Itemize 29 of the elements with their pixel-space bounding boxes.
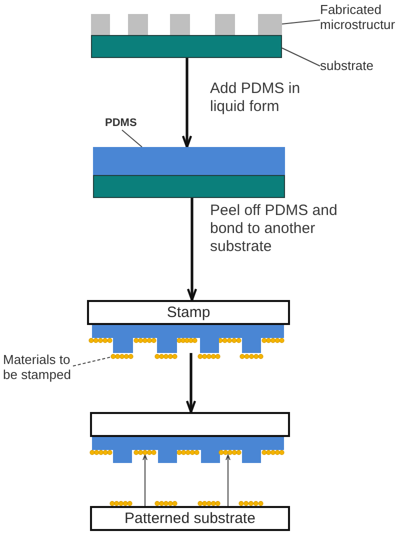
leader-line bbox=[122, 130, 142, 148]
microstructure-blocks bbox=[91, 14, 282, 35]
material-dots bbox=[219, 450, 241, 455]
material-dots bbox=[134, 450, 156, 455]
substrate-slab bbox=[93, 175, 285, 198]
process-arrow bbox=[186, 353, 196, 414]
callout-label: PDMS bbox=[105, 117, 138, 130]
process-arrow bbox=[182, 58, 192, 148]
substrate-slab bbox=[91, 35, 282, 58]
callout-label: Materials to be stamped bbox=[3, 352, 73, 382]
arrow bbox=[142, 454, 148, 506]
leader-line bbox=[282, 48, 320, 66]
callout-label: Fabricated microstructur bbox=[320, 2, 398, 32]
callout-label: substrate bbox=[320, 58, 376, 73]
material-dots bbox=[111, 354, 133, 358]
step-label: Peel off PDMS and bond to another substrate bbox=[210, 202, 338, 256]
leader-line bbox=[72, 356, 112, 366]
pdms-stamp bbox=[92, 325, 284, 353]
substrate-label: Patterned substrate bbox=[124, 510, 256, 527]
stamp-block bbox=[90, 412, 290, 437]
pdms-layer bbox=[93, 147, 285, 175]
substrate-block bbox=[90, 506, 290, 531]
leader-line bbox=[282, 20, 320, 24]
step-label: Add PDMS in liquid form bbox=[210, 80, 302, 116]
pdms-stamp bbox=[92, 437, 284, 463]
arrow bbox=[226, 454, 230, 506]
stamp-label: Stamp bbox=[166, 304, 210, 321]
process-arrow bbox=[186, 198, 198, 302]
stamp-block bbox=[87, 300, 290, 325]
